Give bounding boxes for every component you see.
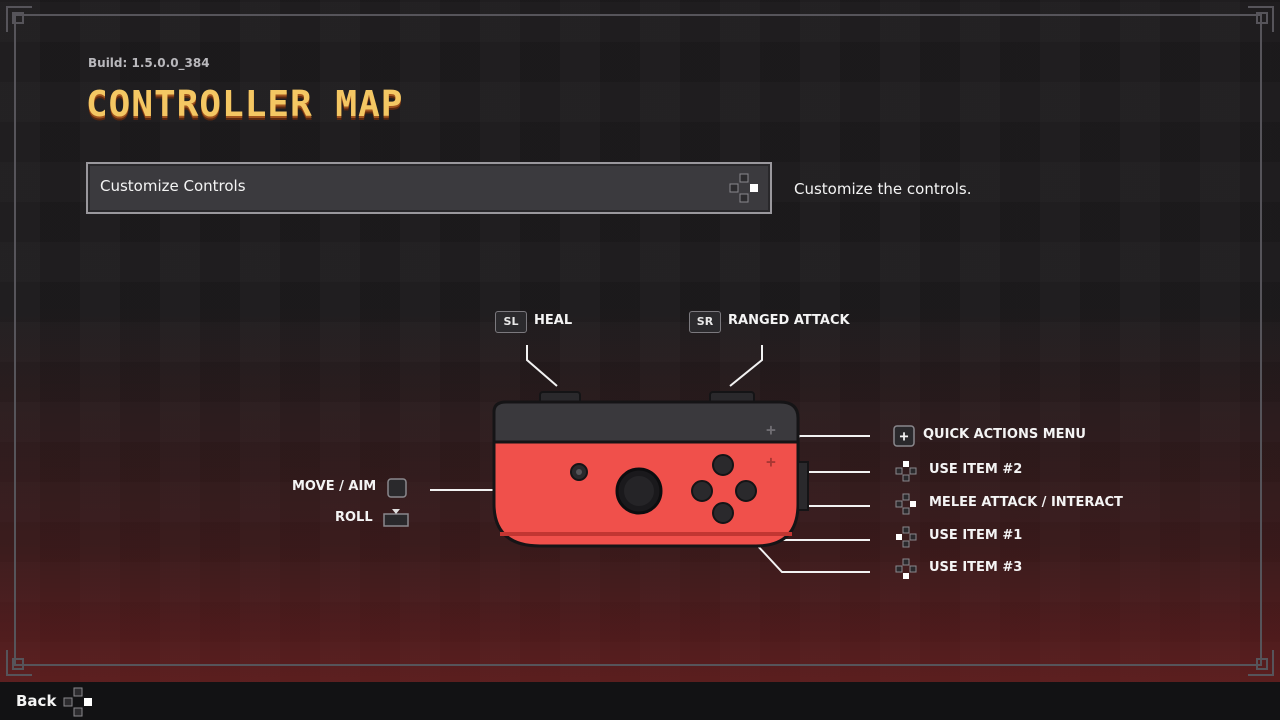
customize-controls-button[interactable]: Customize Controls bbox=[86, 162, 772, 214]
controller-top-rail bbox=[492, 400, 800, 444]
analog-stick-cap bbox=[624, 476, 654, 506]
sl-badge: SL bbox=[495, 311, 527, 333]
move-aim-label: MOVE / AIM bbox=[292, 479, 377, 494]
plus-badge-glyph: + bbox=[899, 427, 908, 445]
capture-button-dot bbox=[576, 469, 582, 475]
page-title: CONTROLLER MAP bbox=[86, 84, 404, 125]
controller-diagram: + + + bbox=[383, 345, 917, 579]
use-item-1-label: USE ITEM #1 bbox=[929, 528, 1023, 543]
sr-action-label: RANGED ATTACK bbox=[728, 313, 850, 328]
face-button-top bbox=[712, 454, 734, 476]
use-item-2-label: USE ITEM #2 bbox=[929, 462, 1023, 477]
face-button-left bbox=[691, 480, 713, 502]
dpad-left-icon bbox=[896, 526, 917, 548]
bottom-prompt-bar: Back bbox=[0, 682, 1280, 720]
build-version: Build: 1.5.0.0_384 bbox=[88, 56, 210, 70]
stick-press-arrow bbox=[392, 509, 400, 514]
use-item-3-label: USE ITEM #3 bbox=[929, 560, 1023, 575]
dpad-right-icon bbox=[895, 493, 916, 515]
controller-side-rail bbox=[797, 461, 809, 511]
dpad-down-icon bbox=[895, 558, 917, 579]
dpad-right-icon bbox=[729, 173, 758, 203]
menu-frame bbox=[14, 14, 1262, 666]
plus-button-icon: + bbox=[766, 452, 776, 471]
sr-badge: SR bbox=[689, 311, 721, 333]
stick-move-icon bbox=[387, 478, 407, 498]
sl-action-label: HEAL bbox=[534, 313, 573, 328]
face-button-right bbox=[735, 480, 757, 502]
frame-corner-ornament bbox=[1248, 6, 1274, 32]
melee-attack-interact-label: MELEE ATTACK / INTERACT bbox=[929, 495, 1123, 510]
screen-background: Build: 1.5.0.0_384 CONTROLLER MAP Custom… bbox=[0, 0, 1280, 682]
back-button[interactable]: Back bbox=[16, 692, 57, 710]
customize-description: Customize the controls. bbox=[794, 180, 972, 198]
frame-corner-ornament bbox=[1248, 650, 1274, 676]
customize-controls-label: Customize Controls bbox=[100, 177, 246, 195]
plus-badge-icon bbox=[893, 425, 915, 447]
plus-button-icon: + bbox=[766, 420, 776, 439]
dpad-right-icon[interactable] bbox=[62, 686, 94, 718]
roll-label: ROLL bbox=[335, 510, 373, 525]
frame-corner-ornament bbox=[6, 650, 32, 676]
dpad-up-icon bbox=[895, 461, 917, 482]
frame-corner-ornament bbox=[6, 6, 32, 32]
quick-actions-menu-label: QUICK ACTIONS MENU bbox=[923, 427, 1086, 442]
face-button-bottom bbox=[712, 502, 734, 524]
stick-press-icon bbox=[383, 513, 409, 527]
